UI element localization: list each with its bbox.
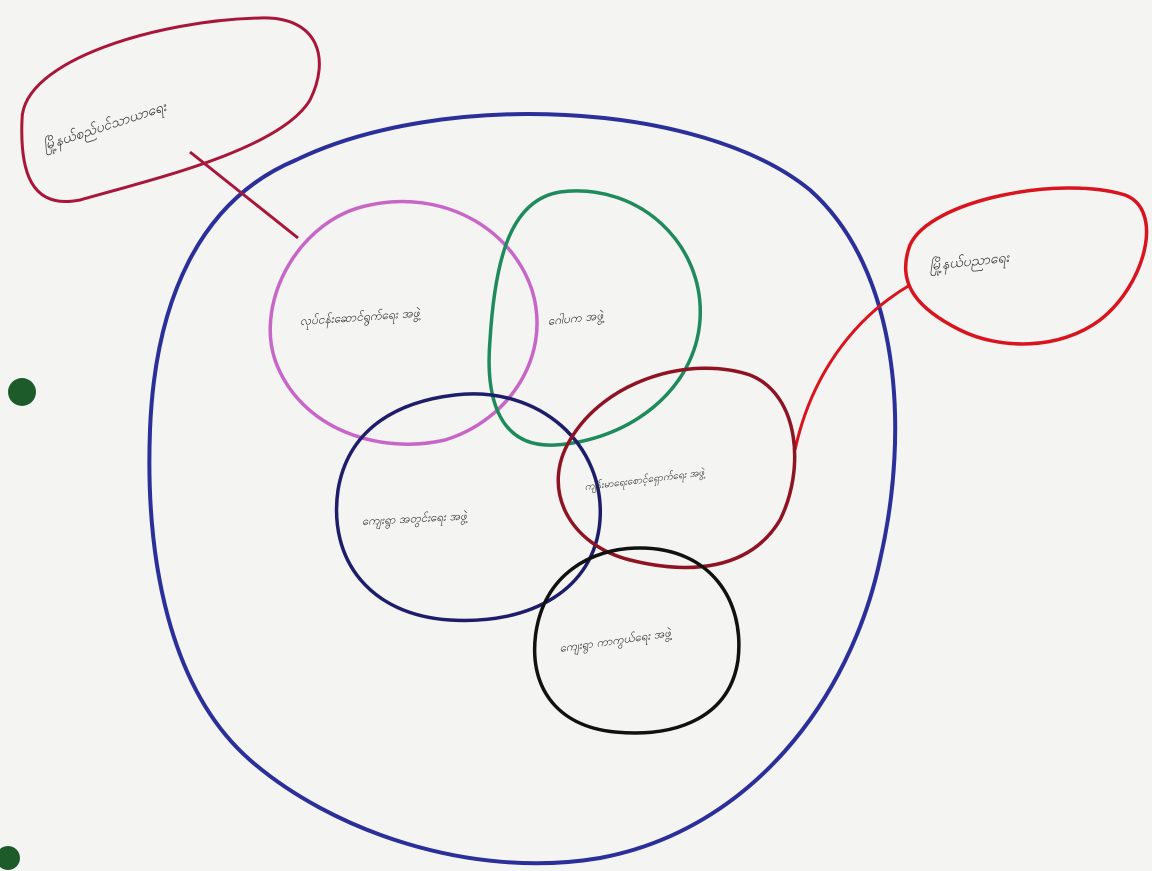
callout-left-label: မြို့နယ်စည်ပင်သာယာရေး — [41, 97, 171, 157]
circle-pink — [268, 199, 539, 446]
dot-icon — [0, 846, 20, 870]
circle-pink-label: လုပ်ငန်းဆောင်ရွက်ရေး အဖွဲ့ — [299, 306, 421, 331]
circle-green-label: ဂေါပက အဖွဲ့ — [547, 308, 606, 331]
circle-maroon-label: ကျန်းမာရေးစောင့်ရှောက်ရေး အဖွဲ့ — [584, 466, 707, 495]
circle-black-label: ကျေးရွာ ကာကွယ်ရေး အဖွဲ့ — [558, 625, 673, 658]
callout-right-connector — [793, 283, 911, 451]
circle-maroon — [556, 366, 797, 570]
circle-navy — [334, 392, 602, 623]
dot-icon — [8, 378, 36, 406]
callout-right-shape — [903, 186, 1149, 346]
callout-right-label: မြို့နယ်ပညာရေး — [929, 248, 1012, 277]
callout-left-connector — [189, 150, 299, 240]
circle-navy-label: ကျေးရွာ အတွင်းရေး အဖွဲ့ — [361, 508, 468, 531]
circle-black — [533, 546, 741, 735]
callout-left-shape — [20, 16, 321, 203]
outer-circle — [147, 112, 898, 866]
